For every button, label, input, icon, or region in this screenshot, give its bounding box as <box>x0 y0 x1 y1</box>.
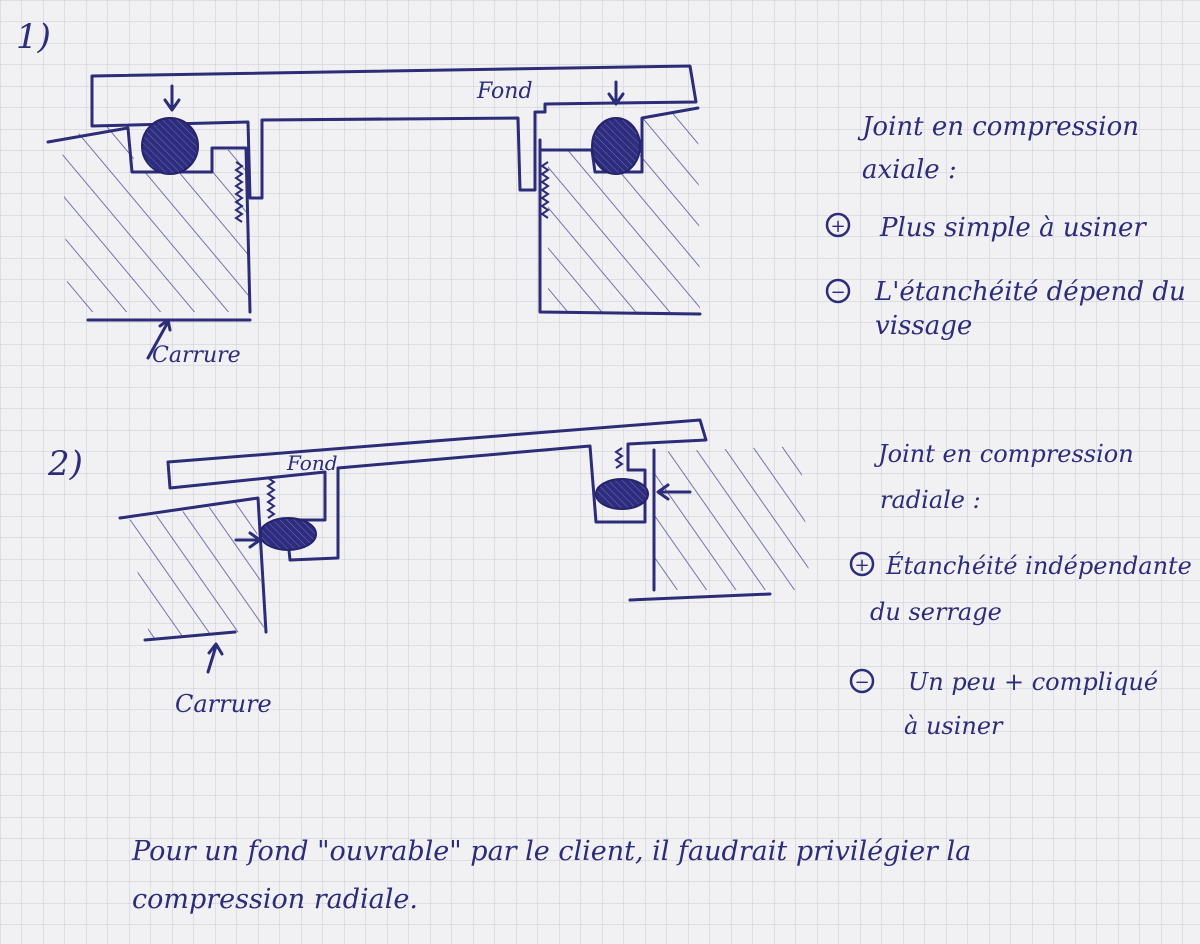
section-2-fond-label: Fond <box>286 451 338 475</box>
axial-arrow-right <box>607 80 625 106</box>
section-2-diagram: 2) Fond Carrure <box>47 418 810 718</box>
minus-sign-2: − <box>854 672 869 693</box>
radial-plus-text-line2: du serrage <box>870 598 1002 626</box>
carrure-1-pointer <box>146 318 172 360</box>
plus-circle-icon-2 <box>849 551 875 577</box>
radial-arrow-left <box>234 531 262 549</box>
radial-minus-text-line1: Un peu + compliqué <box>908 668 1158 696</box>
section-1-notes: Joint en compression axiale : + Plus sim… <box>825 112 1186 341</box>
minus-sign-1: − <box>830 282 845 303</box>
section-2-notes: Joint en compression radiale : + Étanché… <box>849 440 1192 740</box>
axial-arrow-left <box>163 84 181 112</box>
axial-title-line2: axiale : <box>862 155 957 185</box>
right-thread-zigzag <box>540 161 550 219</box>
plus-circle-icon <box>825 212 851 238</box>
section-1-carrure-label: Carrure <box>152 343 241 368</box>
plus-sign-1: + <box>830 216 845 237</box>
radial-fond-outline <box>166 418 708 562</box>
section-1-number: 1) <box>16 17 51 57</box>
section-2-number: 2) <box>47 444 83 484</box>
section-1-diagram: 1) Fond Carrure <box>16 17 702 368</box>
left-carrure-outline <box>46 126 252 314</box>
conclusion-note: Pour un fond "ouvrable" par le client, i… <box>131 836 971 915</box>
axial-plus-text: Plus simple à usiner <box>879 213 1147 243</box>
axial-minus-text-line1: L'étanchéité dépend du <box>874 277 1186 307</box>
radial-seal-left <box>259 517 317 551</box>
section-1-fond-label: Fond <box>476 79 533 104</box>
right-carrure-body <box>548 110 700 312</box>
axial-title-line1: Joint en compression <box>857 112 1139 142</box>
minus-circle-icon <box>825 278 851 304</box>
radial-minus-text-line2: à usiner <box>904 712 1004 740</box>
radial-title-line2: radiale : <box>880 486 981 514</box>
plus-sign-2: + <box>854 555 869 576</box>
axial-seal-left <box>141 117 199 175</box>
radial-right-carrure-body <box>655 446 810 590</box>
left-carrure-body <box>62 120 248 312</box>
conclusion-line1: Pour un fond "ouvrable" par le client, i… <box>131 836 971 867</box>
left-thread-zigzag <box>234 161 244 223</box>
radial-right-carrure-outline <box>628 448 772 602</box>
carrure-2-pointer <box>206 642 224 674</box>
radial-title-line1: Joint en compression <box>873 440 1134 468</box>
radial-left-thread-zigzag <box>266 477 276 519</box>
minus-circle-icon-2 <box>849 668 875 694</box>
conclusion-line2: compression radiale. <box>132 884 418 915</box>
radial-left-carrure-outline <box>118 496 268 642</box>
radial-plus-text-line1: Étanchéité indépendante <box>885 551 1192 580</box>
axial-seal-right <box>591 117 641 175</box>
radial-seal-right <box>595 478 649 510</box>
axial-fond-outline <box>90 64 698 200</box>
section-2-carrure-label: Carrure <box>175 690 272 718</box>
radial-right-thread-zigzag <box>614 447 624 469</box>
axial-minus-text-line2: vissage <box>875 311 972 341</box>
radial-left-carrure-body <box>128 500 264 640</box>
